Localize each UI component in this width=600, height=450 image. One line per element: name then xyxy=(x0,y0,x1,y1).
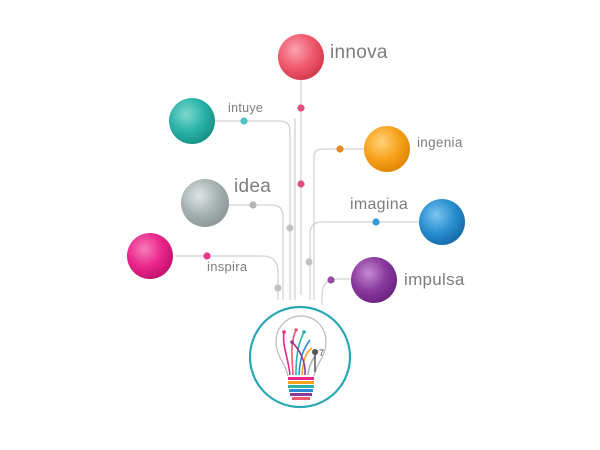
bulb-base-stripe xyxy=(288,381,314,384)
bubble-inspira xyxy=(127,233,173,279)
bubble-intuye xyxy=(169,98,215,144)
dot-center xyxy=(305,258,313,266)
filament-wire xyxy=(298,339,311,376)
dot-ingenia xyxy=(336,145,344,153)
filament-wire xyxy=(291,329,297,376)
bulb-base-stripe xyxy=(288,385,314,388)
connector-lines xyxy=(175,78,420,305)
bubble-impulsa xyxy=(351,257,397,303)
dot-innova-1 xyxy=(297,104,305,112)
dot-idea-2 xyxy=(286,224,294,232)
bulb-outline-icon xyxy=(275,315,327,377)
filament-node xyxy=(302,330,306,334)
bubble-idea xyxy=(181,179,229,227)
connector-imagina xyxy=(309,221,420,300)
filament-wire xyxy=(282,331,291,376)
dot-innova-2 xyxy=(297,180,305,188)
lightbulb-hub: 7 xyxy=(248,305,352,409)
filament-node xyxy=(282,330,286,334)
bubble-ingenia xyxy=(364,126,410,172)
concept-bubbles xyxy=(127,34,465,303)
concept-labels: innova intuye ingenia idea imagina inspi… xyxy=(207,42,465,289)
bulb-base-stripe xyxy=(289,389,313,392)
label-inspira: inspira xyxy=(207,259,248,274)
bubble-innova xyxy=(278,34,324,80)
bulb-base-stripe xyxy=(292,397,310,400)
bulb-base-stripe xyxy=(290,393,312,396)
dot-impulsa xyxy=(327,276,335,284)
connector-inspira xyxy=(175,255,279,300)
junction-dots xyxy=(203,104,380,292)
filament-node xyxy=(290,340,294,344)
label-idea: idea xyxy=(234,176,271,197)
connector-idea xyxy=(229,204,284,300)
label-innova: innova xyxy=(330,42,388,63)
connector-ingenia xyxy=(313,148,364,300)
dot-imagina xyxy=(372,218,380,226)
hub-mark-number: 7 xyxy=(319,348,324,358)
dot-idea xyxy=(249,201,257,209)
connector-impulsa xyxy=(321,278,352,305)
filament-wire xyxy=(301,347,313,376)
hub-ring xyxy=(248,305,352,409)
bubble-imagina xyxy=(419,199,465,245)
hub-marker xyxy=(312,349,318,355)
label-intuye: intuye xyxy=(228,101,263,115)
dot-intuye xyxy=(240,117,248,125)
filament-wire xyxy=(291,341,306,376)
bulb-base-stripe xyxy=(288,377,314,380)
filament-wire xyxy=(295,331,305,376)
filament-node xyxy=(294,328,298,332)
label-imagina: imagina xyxy=(350,196,408,213)
connector-intuye xyxy=(214,120,291,300)
label-impulsa: impulsa xyxy=(404,270,465,289)
dot-inspira xyxy=(203,252,211,260)
label-ingenia: ingenia xyxy=(417,135,463,150)
dot-inspira-2 xyxy=(274,284,282,292)
